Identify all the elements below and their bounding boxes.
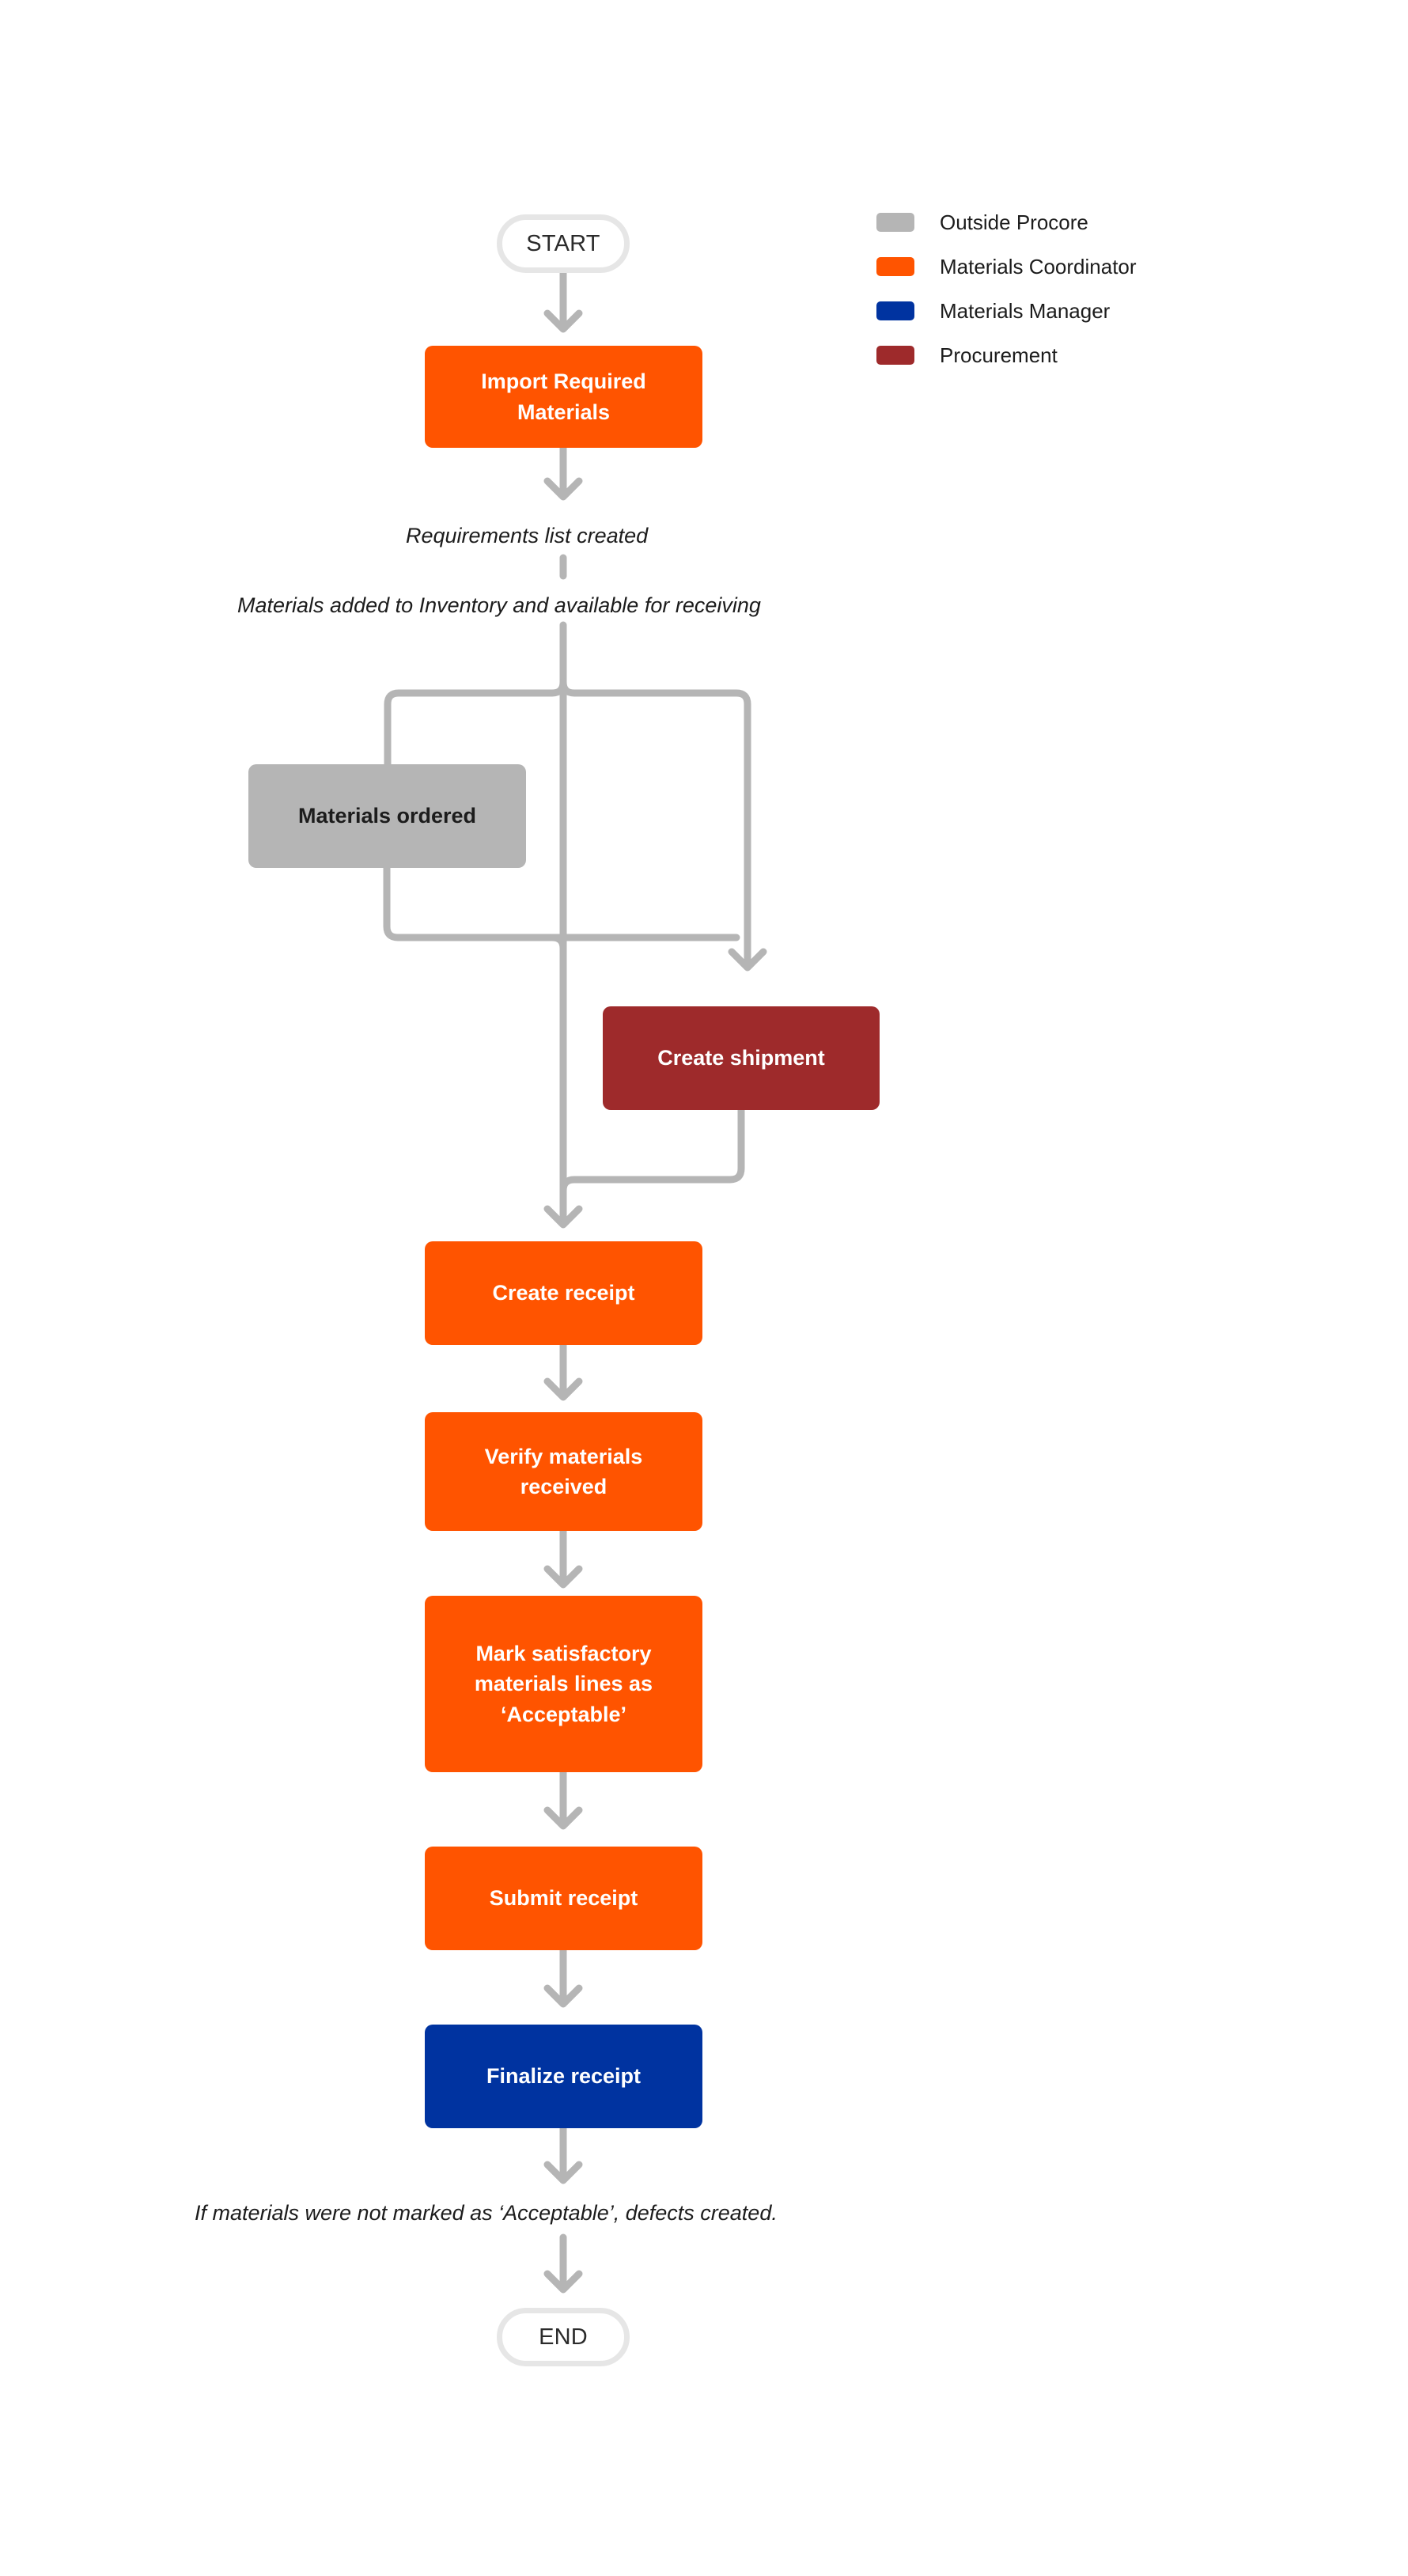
legend-item-outside-procore: Outside Procore xyxy=(876,200,1137,244)
edge-materials-ordered-to-trunk xyxy=(548,934,567,1001)
node-submit-receipt[interactable]: Submit receipt xyxy=(425,1847,702,1950)
node-create-receipt[interactable]: Create receipt xyxy=(425,1241,702,1345)
edge-create-shipment-create-receipt xyxy=(559,1106,745,1222)
legend-swatch-outside-procore-icon xyxy=(876,213,914,232)
annotation-defects-created: If materials were not marked as ‘Accepta… xyxy=(195,2201,778,2225)
legend-item-materials-coordinator: Materials Coordinator xyxy=(876,244,1137,289)
node-start[interactable]: START xyxy=(497,214,630,273)
legend-label-procurement: Procurement xyxy=(940,343,1058,367)
edge-split-create-shipment xyxy=(559,678,751,965)
node-end[interactable]: END xyxy=(497,2308,630,2366)
legend-label-materials-manager: Materials Manager xyxy=(940,299,1111,323)
legend-swatch-materials-manager-icon xyxy=(876,301,914,320)
legend-item-procurement: Procurement xyxy=(876,333,1137,377)
node-verify-materials-received[interactable]: Verify materials received xyxy=(425,1412,702,1531)
annotation-requirements-list-created: Requirements list created xyxy=(406,524,649,547)
legend-label-outside-procore: Outside Procore xyxy=(940,210,1088,234)
legend-swatch-materials-coordinator-icon xyxy=(876,257,914,276)
node-mark-satisfactory-materials-lines[interactable]: Mark satisfactory materials lines as ‘Ac… xyxy=(425,1596,702,1772)
annotation-materials-added-to-inventory: Materials added to Inventory and availab… xyxy=(237,593,761,617)
node-finalize-receipt[interactable]: Finalize receipt xyxy=(425,2025,702,2128)
legend-item-materials-manager: Materials Manager xyxy=(876,289,1137,333)
node-import-required-materials[interactable]: Import Required Materials xyxy=(425,346,702,448)
legend-label-materials-coordinator: Materials Coordinator xyxy=(940,255,1137,278)
legend: Outside Procore Materials Coordinator Ma… xyxy=(876,200,1137,377)
legend-swatch-procurement-icon xyxy=(876,346,914,365)
node-materials-ordered[interactable]: Materials ordered xyxy=(248,764,526,868)
node-create-shipment[interactable]: Create shipment xyxy=(603,1006,880,1110)
edge-materials-ordered-merge xyxy=(383,864,740,941)
